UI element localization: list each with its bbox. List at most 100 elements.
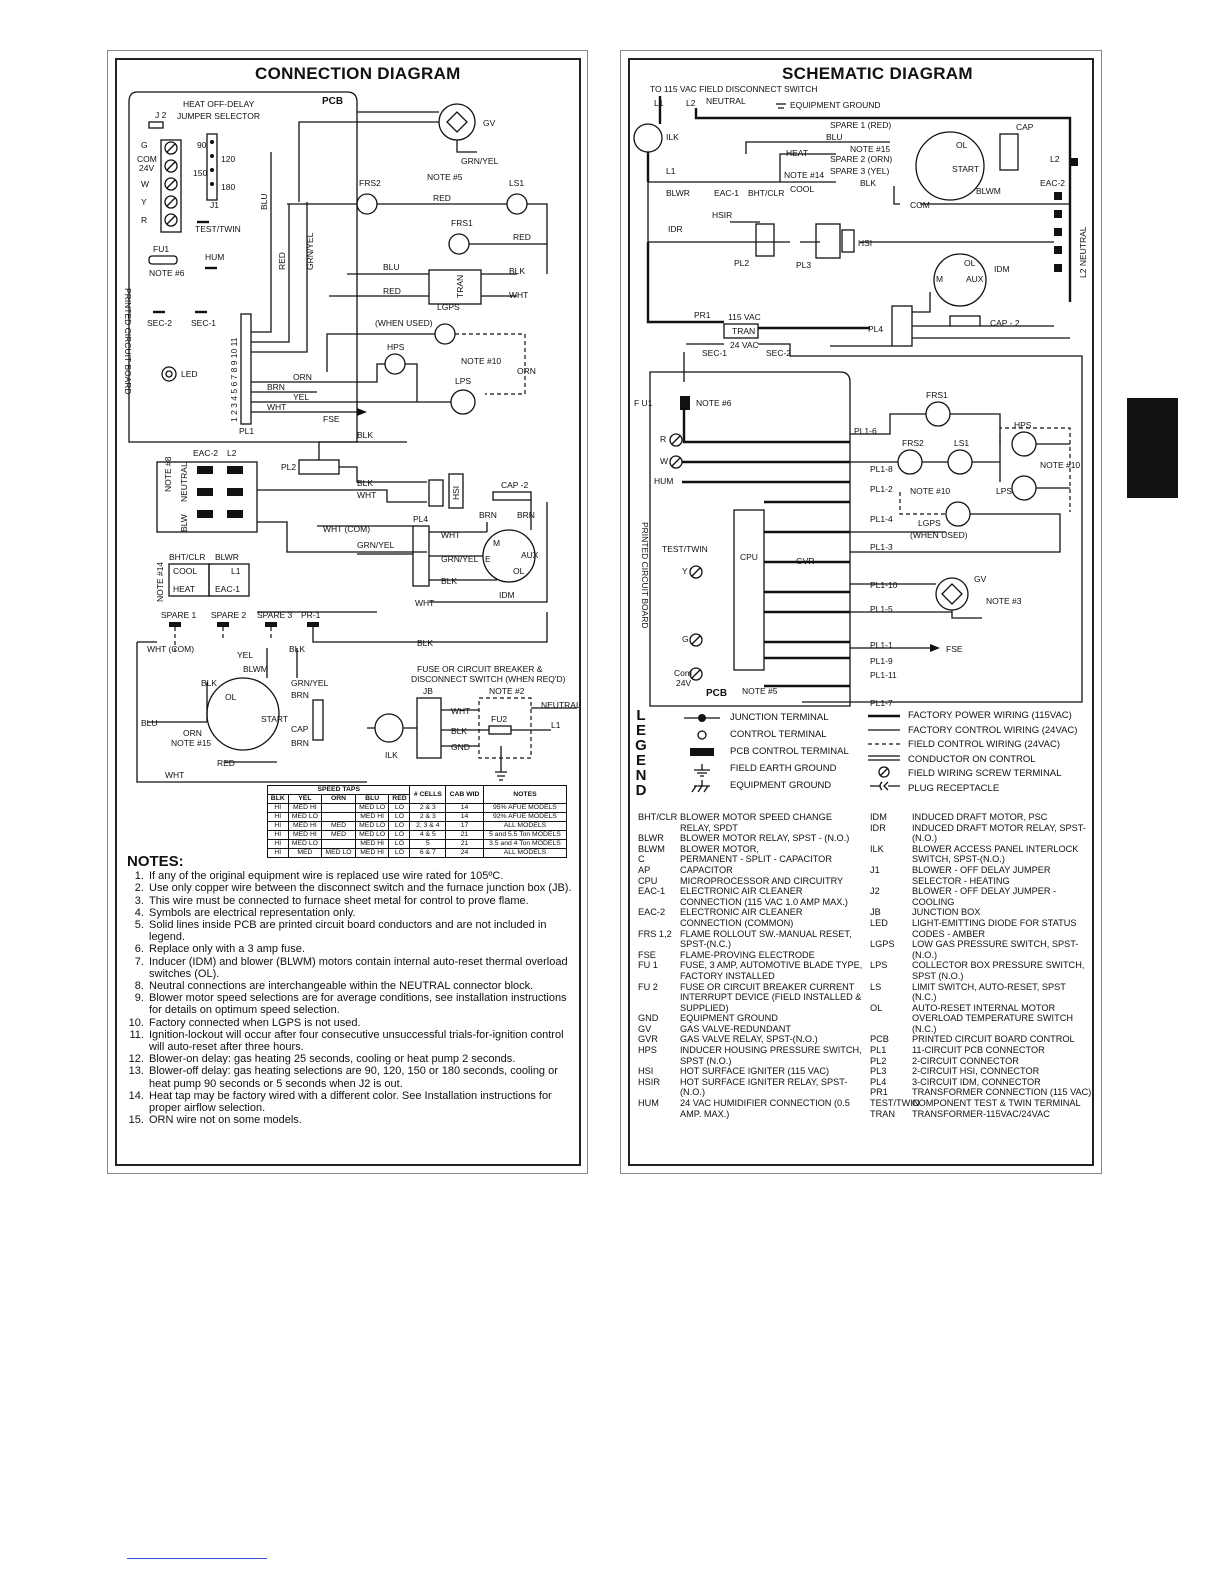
wht-label-blwm: WHT (165, 770, 184, 780)
neutral-label: NEUTRAL (179, 462, 189, 502)
abbreviation-key: AP (638, 864, 651, 875)
abbreviation-key: FU 1 (638, 960, 658, 971)
red-label-tran: RED (383, 286, 401, 296)
com-label-pcb: Com (674, 668, 692, 678)
hsi-igniter-sch (841, 229, 855, 253)
legend-item: FACTORY CONTROL WIRING (24VAC) (908, 724, 1078, 736)
abbreviation-value: PRINTED CIRCUIT BOARD CONTROL (912, 1034, 1075, 1045)
neutral-terminal-3 (197, 488, 213, 496)
heat-label-sch: HEAT (786, 148, 808, 158)
frs2-switch-sch (897, 449, 923, 475)
pl2-connector-sch (755, 223, 775, 257)
neutral-terminal-6 (227, 510, 243, 518)
idm-label: IDM (499, 590, 515, 600)
pr1-label-sch: PR1 (694, 310, 711, 320)
earth-ground-symbol (495, 771, 507, 781)
j1-block (206, 133, 218, 201)
note-item: Symbols are electrical representation on… (147, 907, 573, 919)
abbreviation-value: EQUIPMENT GROUND (680, 1013, 778, 1024)
grn-yel-label-vert: GRN/YEL (305, 232, 315, 270)
pl11-label: PL1-1 (870, 640, 893, 650)
abbreviation-key: IDM (870, 812, 887, 822)
tran-label: TRAN (455, 275, 465, 298)
v24-label-pcb: 24V (676, 678, 691, 688)
speed-taps-table: SPEED TAPS # CELLS CAB WID NOTES BLK YEL… (266, 785, 568, 858)
y-label-sch: Y (682, 566, 688, 576)
when-used-label-sch: (WHEN USED) (910, 530, 968, 540)
abbreviation-value: FUSE OR CIRCUIT BREAKER CURRENT INTERRUP… (680, 981, 862, 1013)
v24-label-sch: 24 VAC (730, 340, 759, 350)
note15-label: NOTE #15 (171, 738, 211, 748)
led-indicator-inner (165, 370, 173, 378)
field-earth-ground-symbol (694, 764, 710, 777)
wire-tran (329, 273, 517, 297)
speed-taps-cell: 4 & 5 (409, 830, 447, 840)
pl2-label: PL2 (281, 462, 296, 472)
hps-switch (384, 353, 406, 375)
cpu-block (733, 509, 765, 671)
speed-taps-cell: ALL MODELS (482, 848, 568, 858)
speed-taps-header-blk: BLK (267, 794, 289, 804)
speed-taps-cell: 21 (445, 830, 484, 840)
ls1-label: LS1 (509, 178, 524, 188)
pl2-label-sch: PL2 (734, 258, 749, 268)
thermostat-terminal-strip (160, 139, 182, 233)
heat-offdelay-label: HEAT OFF-DELAY (183, 99, 255, 109)
neutral-terminals-sch (1054, 158, 1078, 272)
red-label-1: RED (433, 193, 451, 203)
when-used-label: (WHEN USED) (375, 318, 433, 328)
idm-ol-label-sch: OL (964, 258, 976, 268)
speed-taps-cell: LO (388, 821, 411, 831)
grn-yel-label-pl4b: GRN/YEL (441, 554, 479, 564)
wire-pl1-pressure-switches (251, 363, 451, 413)
speed-taps-cell: HI (267, 830, 289, 840)
speed-taps-cell: LO (388, 803, 411, 813)
abbreviation-key: J2 (870, 886, 880, 897)
v115-label-sch: 115 VAC (728, 312, 761, 322)
lgps-switch-sch (945, 501, 971, 527)
blwm-capacitor-sch (999, 133, 1019, 171)
abbreviation-value: BLOWER MOTOR RELAY, SPST - (N.O.) (680, 833, 850, 844)
j1-120-label: 120 (221, 154, 235, 164)
fuse-cb-label: FUSE OR CIRCUIT BREAKER & (417, 664, 543, 674)
hsi-connector (428, 479, 444, 507)
lgps-label: LGPS (437, 302, 460, 312)
blwm-capacitor (312, 699, 324, 741)
speed-taps-header-orn: ORN (321, 794, 356, 804)
legend-item: FIELD CONTROL WIRING (24VAC) (908, 739, 1061, 751)
yel-label: YEL (293, 392, 309, 402)
test-twin-label-sch: TEST/TWIN (662, 544, 708, 554)
note-item: Replace only with a 3 amp fuse. (147, 943, 573, 955)
frs2-label-sch: FRS2 (902, 438, 924, 448)
abbreviation-key: C (638, 854, 645, 865)
abbreviation-value: COLLECTOR BOX PRESSURE SWITCH, SPST (N.O… (912, 960, 1085, 981)
speed-taps-title: SPEED TAPS (266, 785, 411, 795)
speed-taps-cell: MED LO (354, 821, 390, 831)
abbreviation-key: PCB (870, 1034, 889, 1045)
yel-label-blwm: YEL (237, 650, 253, 660)
abbreviation-value: 3-CIRCUIT IDM, CONNECTOR (912, 1076, 1041, 1087)
lgps-switch (434, 323, 456, 345)
note8-label: NOTE #8 (163, 456, 173, 492)
gv-gas-valve-bridge (446, 111, 468, 133)
wire-gv-ground (456, 140, 477, 153)
printed-circuit-board-label: PRINTED CIRCUIT BOARD (123, 288, 133, 395)
red-label-vert: RED (277, 252, 287, 270)
frs2-switch (356, 193, 378, 215)
speed-taps-cell: 2 & 3 (409, 803, 447, 813)
abbreviation-value: LIMIT SWITCH, AUTO-RESET, SPST (N.C.) (912, 981, 1066, 1003)
idm-e-label: E (485, 554, 491, 564)
legend-item: FACTORY POWER WIRING (115VAC) (908, 710, 1072, 721)
abbreviation-key: J1 (870, 864, 880, 875)
idm-motor-sch (933, 253, 987, 307)
abbreviation-key: PL1 (870, 1045, 887, 1056)
